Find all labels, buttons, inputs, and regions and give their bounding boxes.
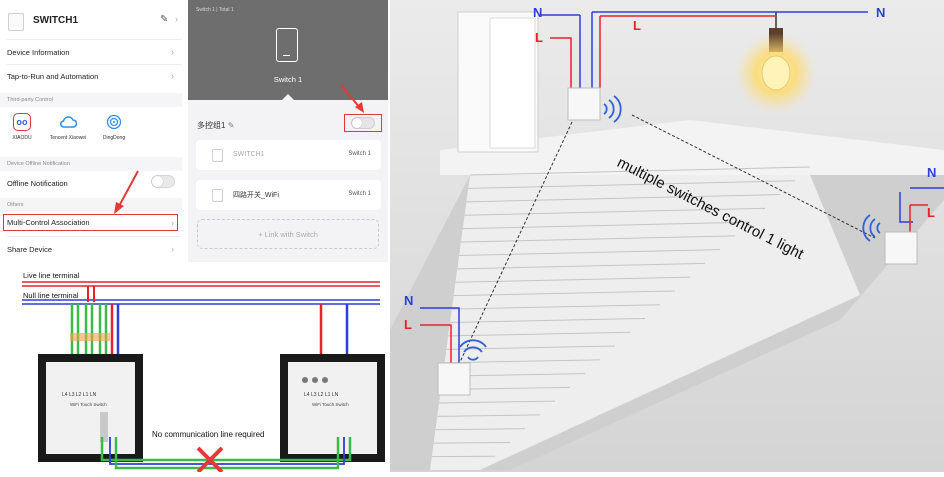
tap-to-run-row[interactable]: Tap-to-Run and Automation › [0,64,182,88]
linked-switch-item[interactable]: SWITCH1 Switch 1 [196,140,381,170]
chevron-right-icon: › [175,14,178,24]
pointer-caret-icon [282,94,294,100]
connector-band [70,333,110,341]
toggle-knob [152,176,163,187]
wiring-diagram: Live line terminal Null line terminal L4… [0,262,388,472]
multi-control-association-row[interactable]: Multi-Control Association › [0,212,182,233]
light-bulb-icon [762,56,790,90]
dingdong-label: DingDong [92,135,136,141]
linked-switch-channel: Switch 1 [348,151,371,157]
share-device-row[interactable]: Share Device › [0,237,182,261]
null-line-label: Null line terminal [23,291,78,300]
offline-notification-label: Offline Notification [7,179,68,188]
tap-to-run-label: Tap-to-Run and Automation [7,72,98,81]
device-thumbnail-icon [8,13,24,31]
live-label: L [633,18,641,33]
switch-thumb-icon [212,189,223,202]
live-label: L [404,317,412,332]
device-settings-panel: SWITCH1 ✎ › Device Information › Tap-to-… [0,0,187,262]
chevron-right-icon: › [171,218,174,228]
staircase-svg [390,0,944,472]
chevron-right-icon: › [171,47,174,57]
device-label: WiFi Touch Switch [70,402,107,407]
chevron-right-icon: › [171,71,174,81]
terminal-labels: L4 L3 L2 L1 LN [304,392,338,398]
switch-body-right [288,362,377,454]
neutral-label: N [404,293,413,308]
tencent-xiaowei-item[interactable]: Tencent Xiaowei [46,113,90,141]
link-with-switch-button[interactable]: + Link with Switch [197,219,379,249]
door-panel [490,18,535,148]
xiaodu-icon: oo [13,113,31,131]
terminal-labels: L4 L3 L2 L1 LN [62,392,96,398]
xiaodu-item[interactable]: oo XIAODU [0,113,44,141]
switch-thumb-icon [212,149,223,162]
dingdong-item[interactable]: DingDong [92,113,136,141]
tencent-xiaowei-label: Tencent Xiaowei [46,135,90,141]
offline-section-header: Device Offline Notification [0,157,182,171]
multi-control-panel: Switch 1 | Total 1 Switch 1 多控组1 ✎ SWITC… [188,0,388,262]
others-section-header: Others [0,198,182,212]
group-toggle[interactable] [351,117,375,129]
pointer-arrow-icon [110,168,142,216]
switch-body-left [46,362,135,454]
device-information-row[interactable]: Device Information › [0,40,182,64]
offline-notification-toggle[interactable] [151,175,175,188]
third-party-section-header: Third-party Control [0,93,182,107]
switch-count-text: Switch 1 | Total 1 [196,7,234,13]
wall-switch-bottom [438,363,470,395]
linked-switch-item[interactable]: 四路开关_WiFi Switch 1 [196,180,381,210]
wall-switch-right [885,232,917,264]
staircase-illustration: N L L N N L N L multiple switches contro… [390,0,944,472]
linked-switch-name: SWITCH1 [233,151,265,158]
multi-control-association-label: Multi-Control Association [7,218,90,227]
switch-icon [276,28,298,62]
neutral-label: N [927,165,936,180]
no-communication-label: No communication line required [152,430,265,439]
device-label: WiFi Touch Switch [312,402,349,407]
group-name: 多控组1 [197,121,225,130]
chevron-right-icon: › [171,244,174,254]
toggle-knob [352,118,362,128]
linked-switch-channel: Switch 1 [348,191,371,197]
wall-switch-top [568,88,600,120]
group-label: 多控组1 ✎ [197,120,234,131]
share-device-label: Share Device [7,245,52,254]
edit-icon[interactable]: ✎ [228,121,235,130]
live-label: L [927,205,935,220]
pointer-arrow-icon [338,82,368,114]
live-line-label: Live line terminal [23,271,79,280]
xiaodu-label: XIAODU [0,135,44,141]
device-information-label: Device Information [7,48,70,57]
edit-name-icon[interactable]: ✎ [160,14,168,25]
linked-switch-name: 四路开关_WiFi [233,190,279,200]
dingdong-icon [105,113,123,131]
neutral-label: N [533,5,542,20]
live-label: L [535,30,543,45]
cloud-icon [59,113,77,131]
device-title: SWITCH1 [33,15,78,26]
neutral-label: N [876,5,885,20]
